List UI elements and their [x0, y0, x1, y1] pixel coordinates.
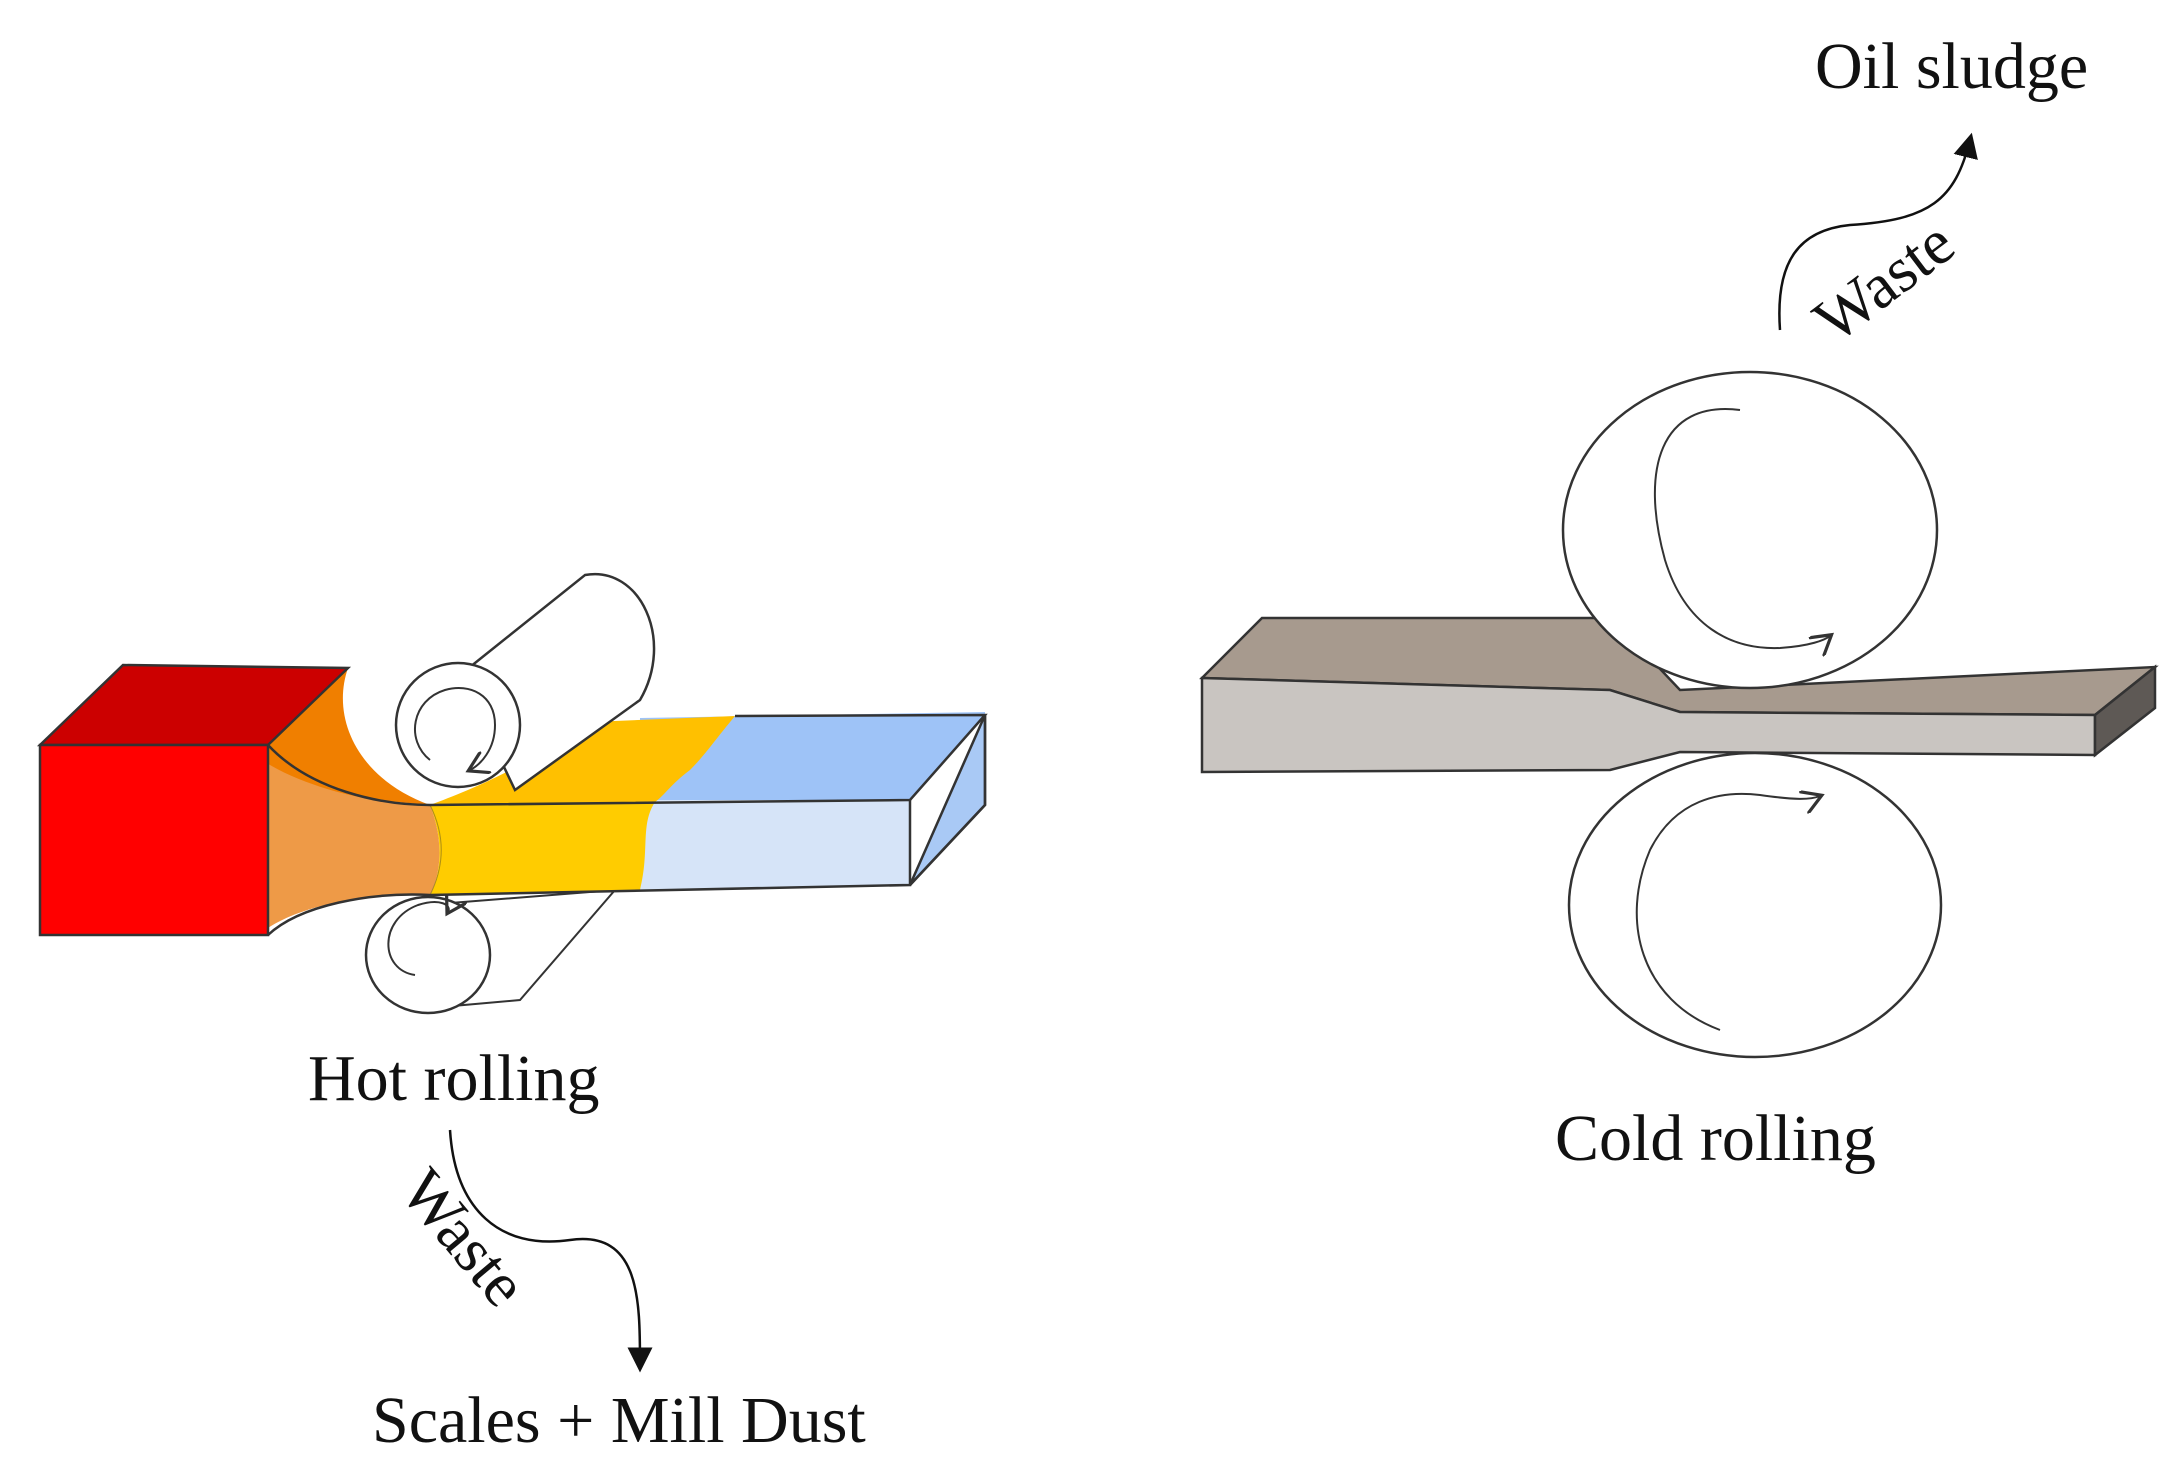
hot-waste-arrow [448, 1129, 653, 1373]
cold-rolling-illustration [1199, 370, 2159, 1059]
hot-top-roll [394, 572, 656, 792]
hot-bottom-roll [364, 888, 618, 1015]
cold-output-label: Oil sludge [1815, 30, 2088, 103]
cold-top-roll [1561, 370, 1939, 690]
hot-block-front [38, 743, 270, 937]
hot-rolling-illustration [36, 572, 988, 1015]
cold-waste-arrow [1778, 132, 1978, 331]
cold-rolling-title: Cold rolling [1555, 1102, 1876, 1175]
cool-bar-top-face [640, 714, 985, 802]
mid-bar-front [430, 802, 655, 895]
cold-bottom-roll [1567, 751, 1943, 1059]
cold-waste-label: Waste [1801, 206, 1967, 356]
hot-rolling-title: Hot rolling [308, 1042, 600, 1115]
mid-bar-top [430, 716, 735, 805]
cold-strip-end [2093, 664, 2157, 758]
neck-top [265, 668, 430, 805]
hot-output-label: Scales + Mill Dust [372, 1384, 866, 1457]
cool-bar-front [640, 800, 910, 890]
